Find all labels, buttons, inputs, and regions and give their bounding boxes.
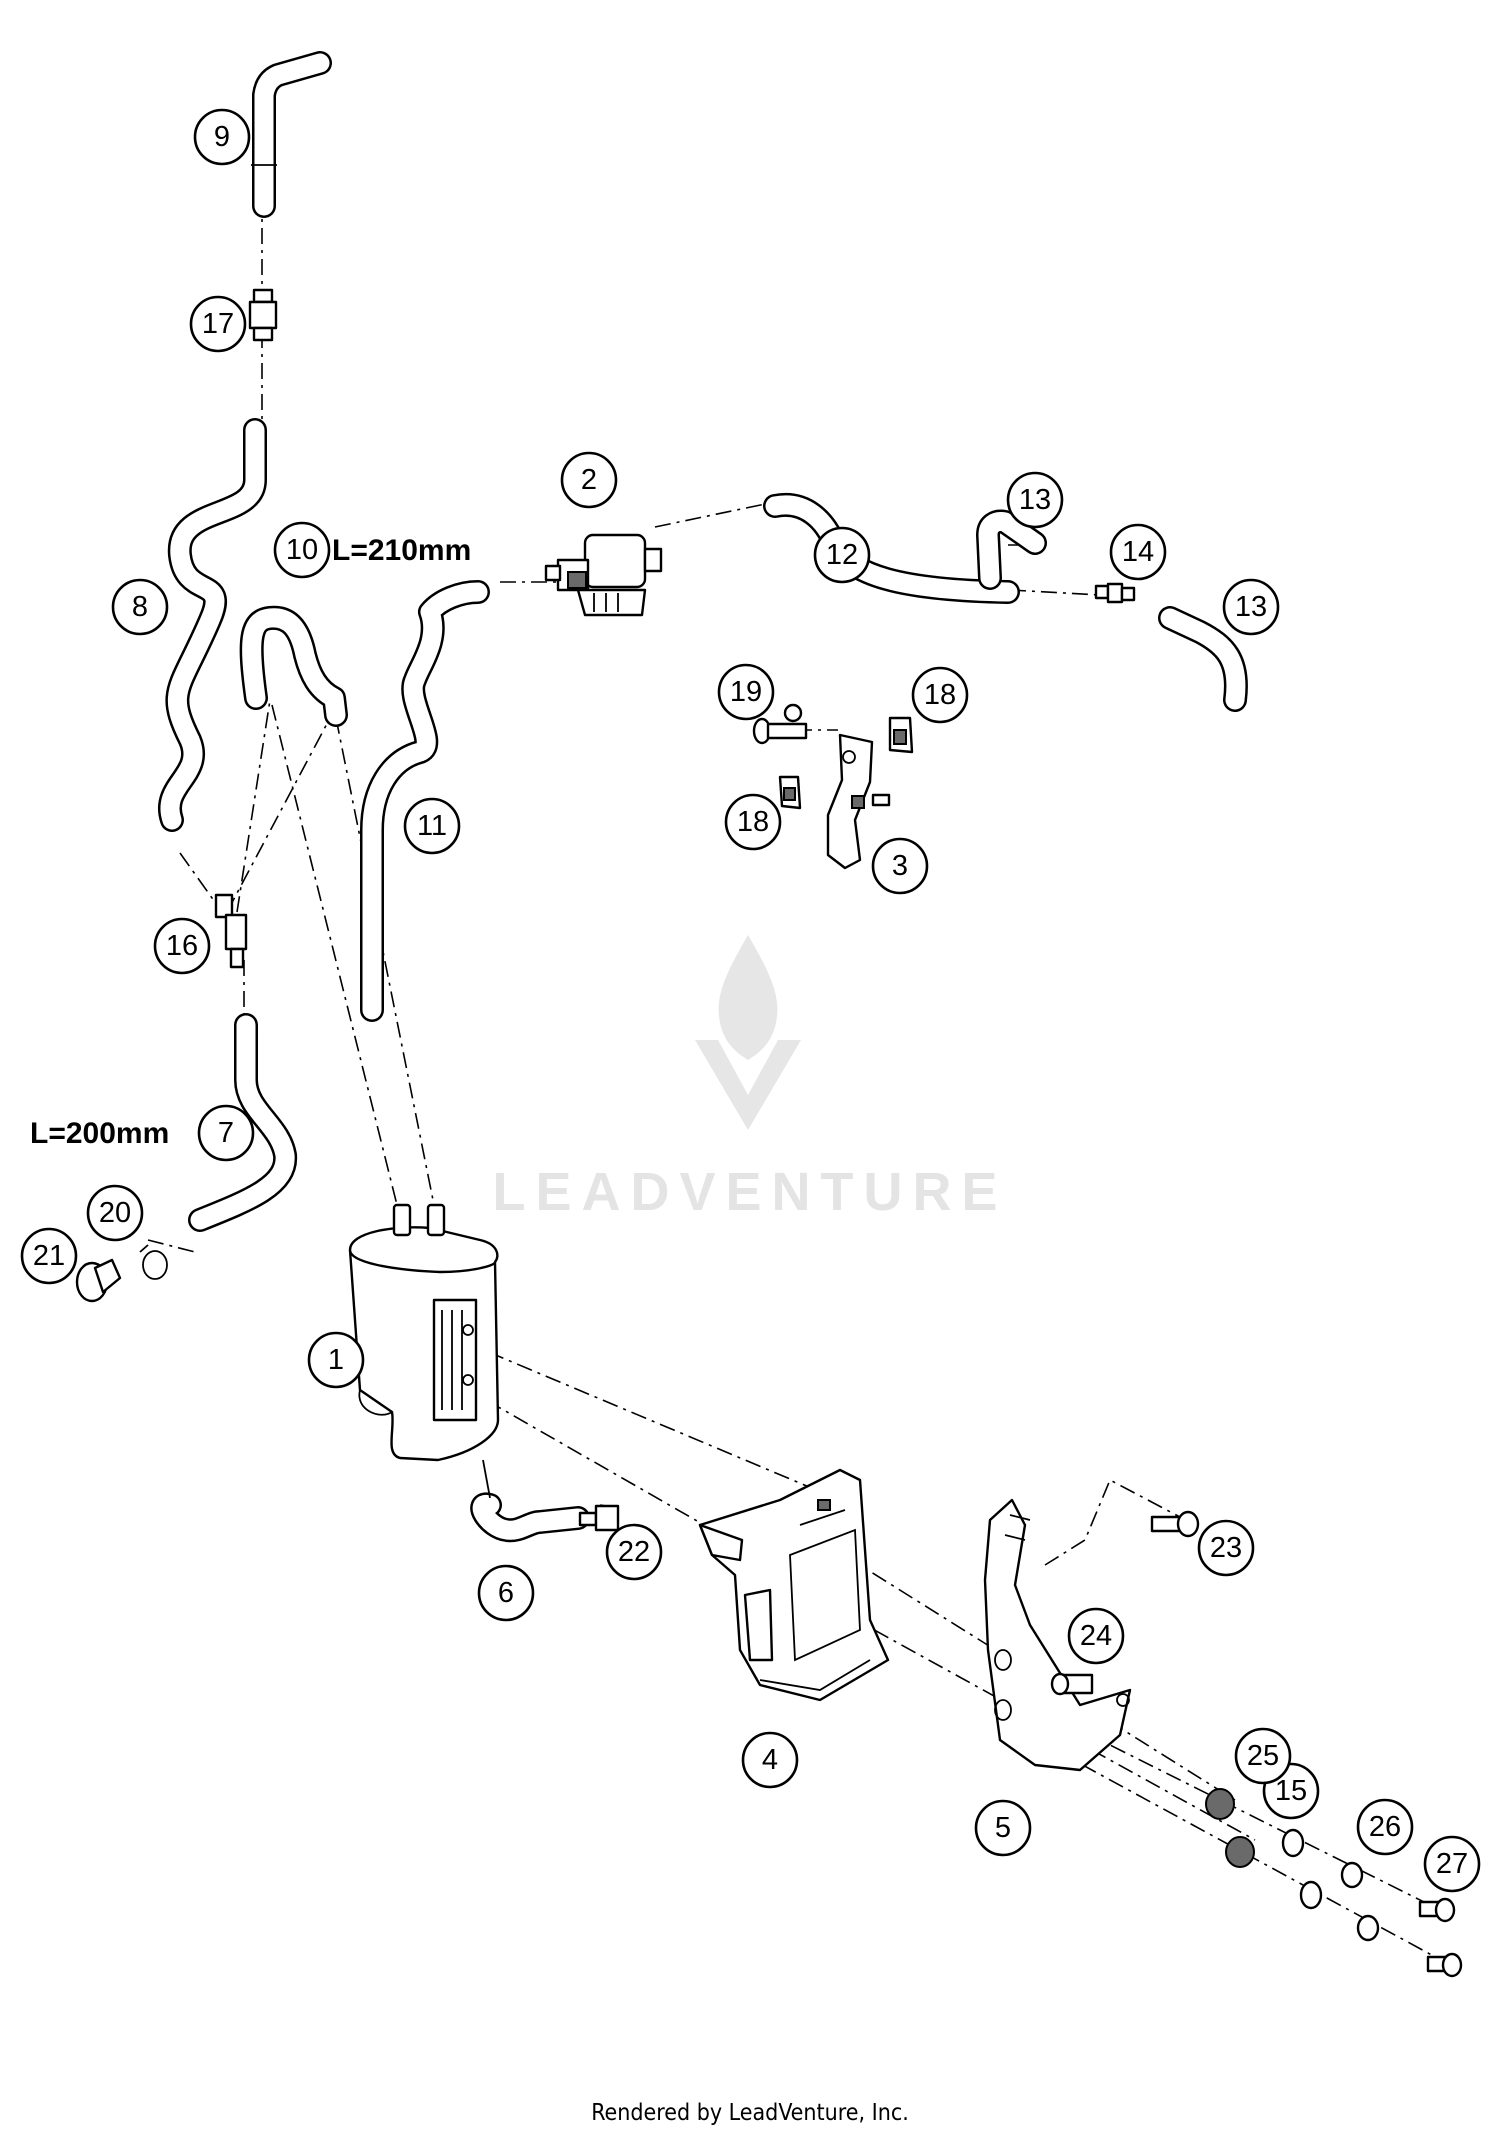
- callout-11: 11: [403, 797, 461, 855]
- svg-text:27: 27: [1436, 1848, 1468, 1880]
- svg-text:1: 1: [328, 1344, 344, 1376]
- svg-text:11: 11: [417, 810, 447, 842]
- svg-text:14: 14: [1122, 536, 1154, 568]
- bolt-19: [752, 703, 808, 745]
- svg-text:20: 20: [99, 1197, 131, 1229]
- charcoal-canister-1: [348, 1203, 500, 1462]
- length-label-7: L=200mm: [30, 1117, 169, 1150]
- watermark-text: LEADVENTURE: [492, 1162, 1007, 1222]
- svg-text:23: 23: [1210, 1532, 1242, 1564]
- svg-text:13: 13: [1019, 484, 1051, 516]
- hose-6: [470, 1459, 590, 1543]
- callout-23: 23: [1197, 1519, 1255, 1577]
- purge-valve-2: [544, 533, 663, 617]
- bracket-4: [698, 1468, 890, 1702]
- callout-5: 5: [974, 1799, 1032, 1857]
- washer-15: [1281, 1828, 1323, 1910]
- svg-text:16: 16: [166, 930, 198, 962]
- svg-text:21: 21: [33, 1240, 65, 1272]
- svg-text:15: 15: [1275, 1775, 1307, 1807]
- svg-text:10: 10: [286, 534, 318, 566]
- svg-text:13: 13: [1235, 591, 1267, 623]
- hose-12: [763, 492, 1020, 604]
- fitting-22: [578, 1504, 620, 1532]
- callout-20: 20: [86, 1184, 144, 1242]
- hose-9: [251, 51, 332, 218]
- callout-1: 1: [307, 1331, 365, 1389]
- watermark: LEADVENTURE: [492, 935, 1007, 1222]
- flame-v-logo-icon: [695, 935, 801, 1130]
- callout-10: 10: [273, 521, 331, 579]
- svg-text:26: 26: [1369, 1811, 1401, 1843]
- callout-18-top: 18: [911, 666, 969, 724]
- bracket-3: [826, 733, 891, 870]
- bolt-23: [1150, 1510, 1200, 1538]
- svg-text:12: 12: [826, 539, 858, 571]
- svg-text:24: 24: [1080, 1620, 1112, 1652]
- clip-18-bottom: [778, 775, 802, 810]
- leader-lines: [147, 197, 1451, 1966]
- spacer-24: [1050, 1672, 1094, 1696]
- callout-12: 12: [813, 526, 871, 584]
- callout-6: 6: [477, 1564, 535, 1622]
- svg-text:7: 7: [218, 1117, 234, 1149]
- svg-text:17: 17: [202, 308, 234, 340]
- callout-7: 7: [197, 1104, 255, 1162]
- callout-14: 14: [1109, 523, 1167, 581]
- callout-17: 17: [189, 295, 247, 353]
- callout-8: 8: [111, 578, 169, 636]
- svg-text:19: 19: [730, 676, 762, 708]
- callout-22: 22: [605, 1523, 663, 1581]
- callout-2: 2: [560, 451, 618, 509]
- callout-13b: 13: [1222, 578, 1280, 636]
- callout-3: 3: [871, 837, 929, 895]
- clamp-20: [139, 1244, 168, 1280]
- callout-25: 25: [1234, 1727, 1292, 1785]
- svg-text:25: 25: [1247, 1740, 1279, 1772]
- svg-text:9: 9: [214, 121, 230, 153]
- hose-8: [158, 418, 267, 832]
- bushing-26: [1340, 1861, 1380, 1942]
- svg-text:6: 6: [498, 1577, 514, 1609]
- hose-10: [239, 605, 348, 727]
- hose-13a: [976, 509, 1047, 590]
- clip-18-top: [888, 716, 914, 754]
- callout-4: 4: [741, 1731, 799, 1789]
- fitting-14: [1094, 582, 1136, 604]
- footer-credit: Rendered by LeadVenture, Inc.: [591, 2100, 909, 2126]
- callout-21: 21: [20, 1227, 78, 1285]
- hose-11: [360, 580, 490, 1022]
- hose-13b: [1158, 606, 1248, 712]
- plug-21: [75, 1258, 122, 1303]
- svg-text:2: 2: [581, 464, 597, 496]
- svg-text:18: 18: [924, 679, 956, 711]
- callout-9: 9: [193, 108, 251, 166]
- svg-text:22: 22: [618, 1536, 650, 1568]
- fitting-17: [248, 288, 278, 342]
- callout-18-bottom: 18: [724, 793, 782, 851]
- svg-text:3: 3: [892, 850, 908, 882]
- length-label-10: L=210mm: [332, 534, 471, 567]
- callout-26: 26: [1356, 1798, 1414, 1856]
- callout-27: 27: [1423, 1835, 1481, 1893]
- bolt-27: [1418, 1897, 1463, 1978]
- svg-text:18: 18: [737, 806, 769, 838]
- grommet-25: [1205, 1788, 1255, 1868]
- callout-16: 16: [153, 917, 211, 975]
- hose-7: [188, 1013, 298, 1232]
- svg-text:4: 4: [762, 1744, 778, 1776]
- callout-13a: 13: [1006, 471, 1064, 529]
- svg-text:8: 8: [132, 591, 148, 623]
- callout-19: 19: [717, 663, 775, 721]
- svg-text:5: 5: [995, 1812, 1011, 1844]
- fitting-16: [214, 893, 248, 969]
- callout-24: 24: [1067, 1607, 1125, 1665]
- bracket-5: [983, 1498, 1132, 1772]
